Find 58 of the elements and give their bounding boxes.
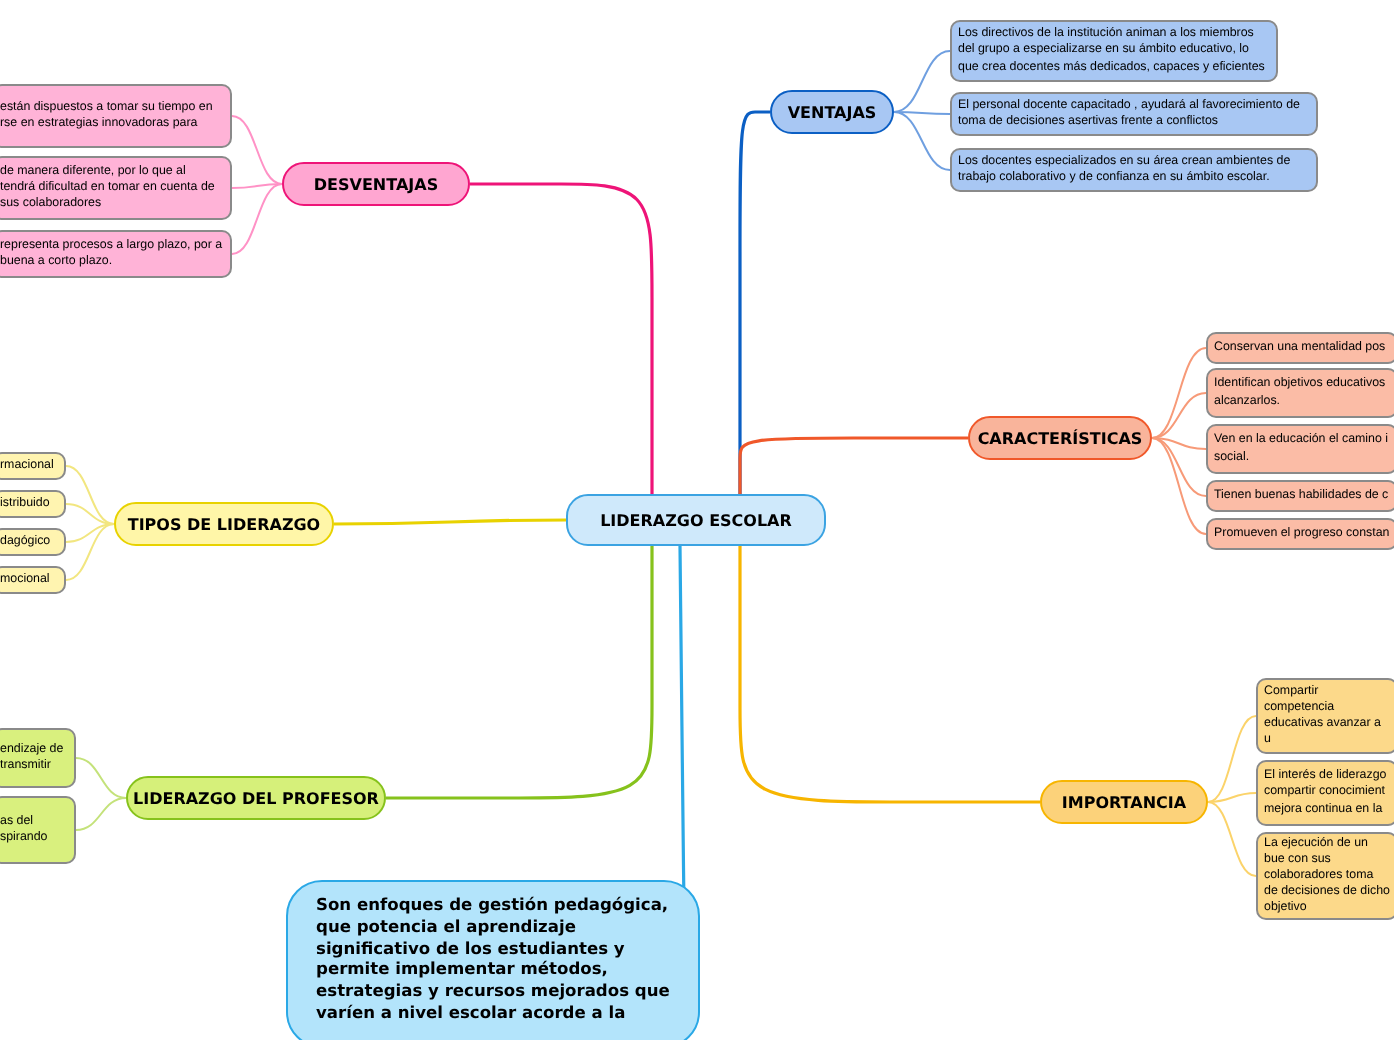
subtopic-box [0,452,66,480]
subtopic-box [950,92,1318,136]
connector-line [231,183,283,255]
subtopic-box [1206,368,1394,418]
topic-text: DESVENTAJAS [313,175,439,193]
subtopic-box [0,566,66,594]
connector-line [65,523,115,581]
topic-box [770,90,894,134]
connector-line [1151,437,1207,497]
subtopic-box [0,528,66,556]
connector-line [75,757,127,799]
topic-box [126,776,386,820]
connector-line [893,50,951,113]
connector-line [75,797,127,831]
topic-text: TIPOS DE LIDERAZGO [127,515,321,533]
connector-line [1151,347,1207,439]
topic-text: VENTAJAS [787,103,877,121]
connector-line [386,546,654,800]
subtopic-box [0,490,66,518]
topic-box [968,416,1152,460]
topic-text: CARACTERÍSTICAS [977,429,1143,447]
connector-line [738,436,968,494]
connector-line [893,111,951,115]
subtopic-box [0,796,76,864]
connector-line [1151,437,1207,450]
topic-text: IMPORTANCIA [1061,793,1187,811]
topic-box [282,162,470,206]
subtopic-box [1206,332,1394,364]
subtopic-box [0,156,232,220]
connector-line [334,518,566,526]
connector-line [231,183,283,189]
connector-line [893,111,951,171]
connector-line [738,546,1040,804]
connector-line [470,182,654,494]
connector-line [1207,801,1257,877]
topic-box [566,494,826,546]
topic-box [1040,780,1208,824]
connector-line [231,115,283,185]
connector-line [1151,437,1207,535]
subtopic-box [950,20,1278,82]
subtopic-box [1256,678,1394,754]
connector-line [1207,792,1257,803]
note-text: Son enfoques de gestión pedagógica, que potencia el aprendizaje significativo de los estudiantes y permite implementar métodos, estrategias y recursos mejorados que varíen a nivel escolar acorde a la [316,894,672,1024]
subtopic-box [0,84,232,148]
topic-text: LIDERAZGO ESCOLAR [600,511,792,529]
subtopic-box [0,230,232,278]
connector-line [1207,715,1257,803]
subtopic-box [1206,480,1394,512]
topic-box [114,502,334,546]
connector-line [65,465,115,525]
connector-line [65,523,115,543]
subtopic-box [0,728,76,788]
topic-text: LIDERAZGO DEL PROFESOR [133,789,379,807]
subtopic-box [1206,518,1394,550]
subtopic-box [1206,424,1394,474]
connector-line [1151,392,1207,439]
subtopic-box [950,148,1318,192]
note-box [286,880,700,1040]
